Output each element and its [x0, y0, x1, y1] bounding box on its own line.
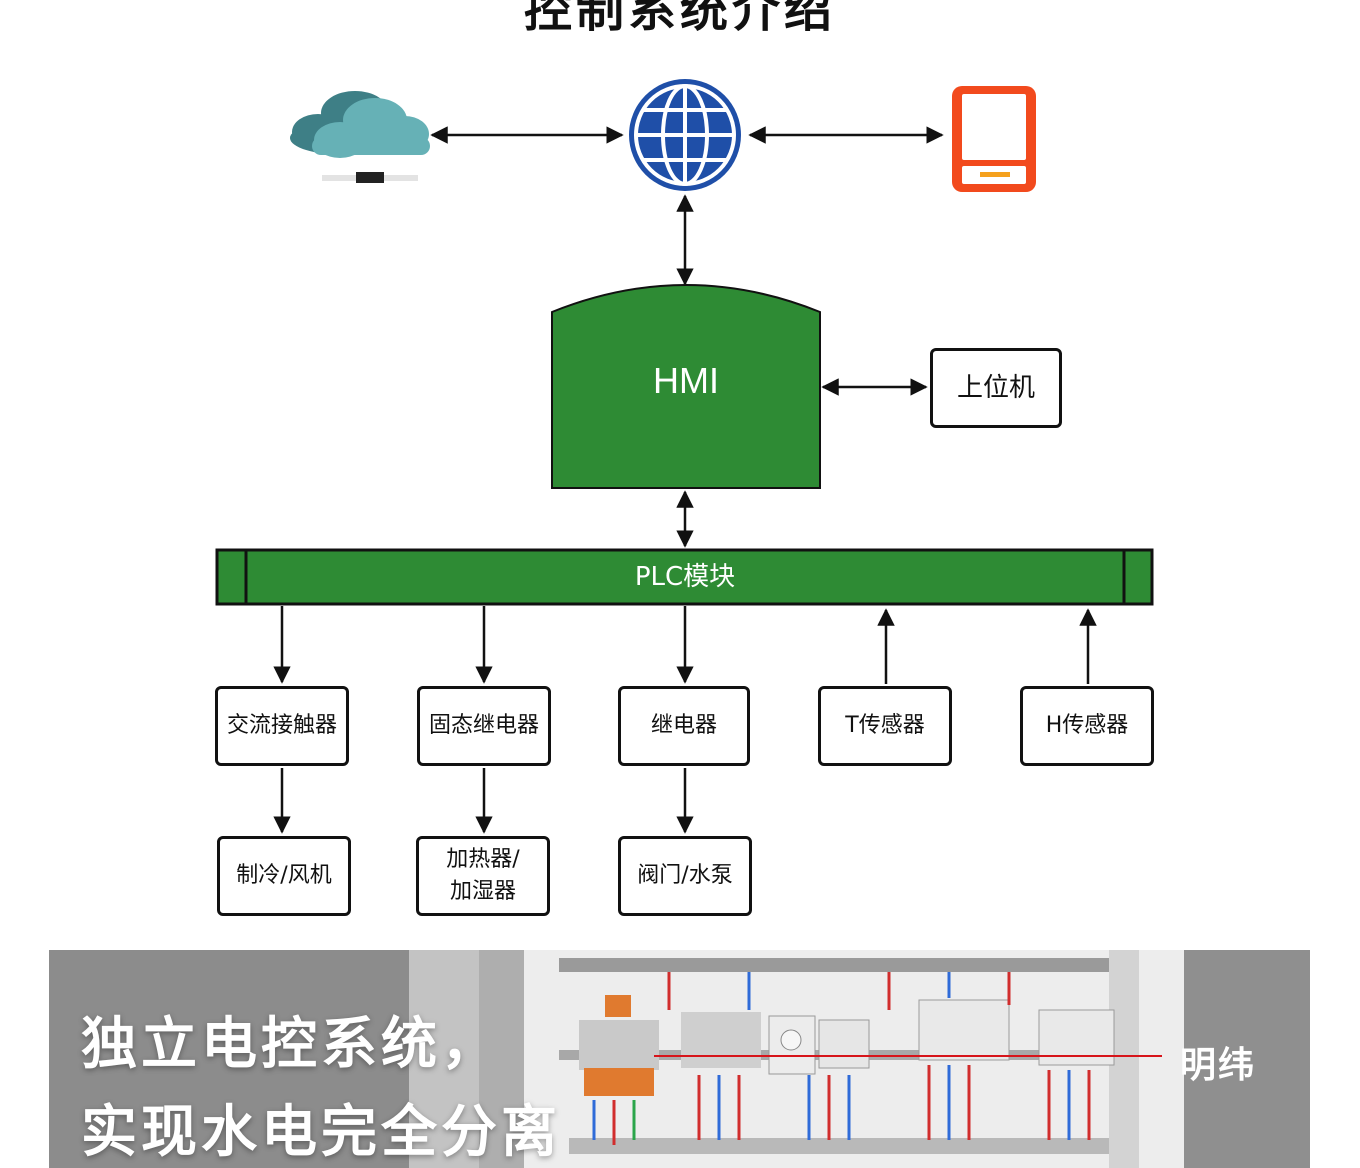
ac-contactor-box: 交流接触器 — [215, 686, 349, 766]
cabinet-illustration — [49, 950, 1310, 1168]
photo-headline-line2: 实现水电完全分离 — [81, 1100, 561, 1165]
mobile-device-icon — [952, 86, 1036, 192]
cooling-fan-label: 制冷/风机 — [236, 863, 332, 888]
ssr-label: 固态继电器 — [428, 713, 539, 738]
relay-box: 继电器 — [618, 686, 750, 766]
cabinet-photo: 独立电控系统， 实现水电完全分离 — [49, 950, 1310, 1168]
photo-headline-line1: 独立电控系统， — [81, 1012, 501, 1077]
ssr-box: 固态继电器 — [417, 686, 551, 766]
page-title: 控制系统介绍 — [523, 0, 836, 38]
plc-label: PLC模块 — [634, 562, 736, 592]
cloud-server-icon — [290, 91, 430, 183]
heater-humidifier-box: 加热器/ 加湿器 — [416, 836, 550, 916]
valve-pump-label: 阀门/水泵 — [637, 863, 733, 888]
ac-contactor-label: 交流接触器 — [226, 713, 337, 738]
hmi-label: HMI — [653, 360, 719, 401]
h-sensor-label: H传感器 — [1045, 713, 1129, 738]
cooling-fan-box: 制冷/风机 — [217, 836, 351, 916]
host-computer-label: 上位机 — [956, 373, 1035, 403]
plc-bar — [215, 548, 1154, 606]
heater-label: 加热器/ — [446, 847, 520, 872]
h-sensor-box: H传感器 — [1020, 686, 1154, 766]
t-sensor-label: T传感器 — [845, 713, 925, 738]
relay-label: 继电器 — [650, 713, 717, 738]
brand-callout-label: 明纬 — [1180, 1045, 1257, 1086]
valve-pump-box: 阀门/水泵 — [618, 836, 752, 916]
host-computer-box: 上位机 — [930, 348, 1062, 428]
globe-icon — [629, 79, 741, 191]
t-sensor-box: T传感器 — [818, 686, 952, 766]
humidifier-label: 加湿器 — [449, 879, 516, 904]
hmi-block — [551, 284, 821, 489]
system-diagram — [215, 79, 1154, 834]
